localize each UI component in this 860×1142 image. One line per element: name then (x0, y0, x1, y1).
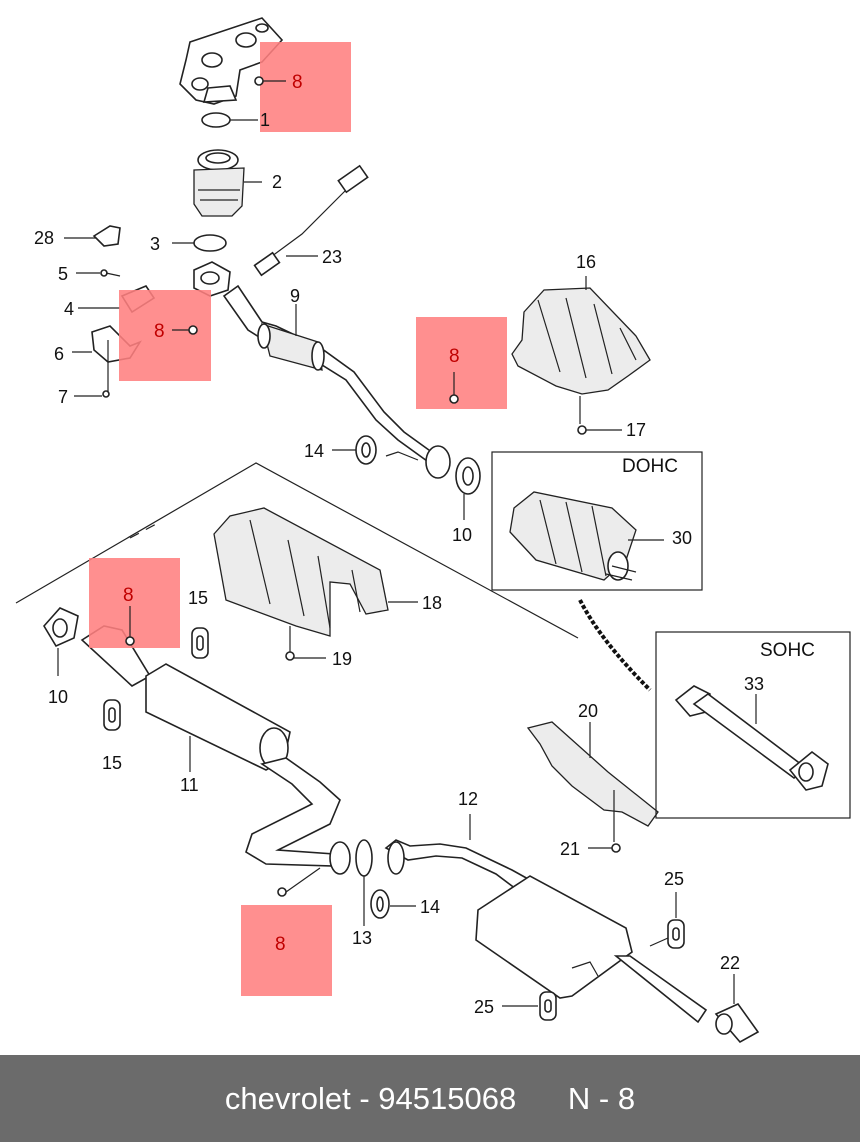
hanger-25-lower (502, 991, 557, 1021)
heat-shield-18 (213, 507, 418, 661)
gasket-10-upper (455, 457, 481, 520)
label-part-28: 28 (34, 228, 54, 248)
label-part-22: 22 (720, 953, 740, 973)
label-part-20: 20 (578, 701, 598, 721)
footer-bar: chevrolet - 94515068 N - 8 (0, 1055, 860, 1142)
footer-note: N - 8 (567, 1080, 636, 1116)
label-part-1: 1 (260, 110, 270, 130)
gasket-10-lower (43, 607, 79, 676)
joint-13 (277, 839, 373, 926)
label-part-13: 13 (352, 928, 372, 948)
label-part-25-upper: 25 (664, 869, 684, 889)
label-part-18: 18 (422, 593, 442, 613)
section-boundary (15, 462, 579, 639)
label-part-10-upper: 10 (452, 525, 472, 545)
sohc-box (655, 631, 851, 819)
highlight-label-c: 8 (449, 346, 460, 367)
gasket-1 (201, 112, 231, 128)
label-part-11: 11 (180, 775, 199, 795)
footer-part-number: 94515068 (378, 1080, 517, 1116)
hanger-14-lower (370, 889, 416, 919)
highlight-label-a: 8 (292, 72, 303, 93)
gasket-3 (193, 234, 227, 252)
label-part-4: 4 (64, 299, 74, 319)
exhaust-system-diagram: 8 8 8 8 8 1 2 3 28 23 5 4 6 7 9 16 17 14… (15, 17, 851, 1044)
part-labels: 1 2 3 28 23 5 4 6 7 9 16 17 14 10 30 18 … (34, 110, 815, 1017)
highlight-8-e (241, 905, 332, 996)
highlight-label-b: 8 (154, 321, 165, 342)
highlight-8-a (260, 42, 351, 132)
label-part-2: 2 (272, 172, 282, 192)
highlight-8-c (416, 317, 507, 409)
label-part-15-lower: 15 (102, 753, 122, 773)
rear-muffler (384, 814, 708, 1024)
exhaust-manifold (179, 17, 284, 105)
label-part-25-lower: 25 (474, 997, 494, 1017)
label-part-3: 3 (150, 234, 160, 254)
hanger-14-upper (332, 435, 377, 465)
label-part-14-upper: 14 (304, 441, 324, 461)
label-part-17: 17 (626, 420, 646, 440)
highlight-label-e: 8 (275, 934, 286, 955)
label-part-33: 33 (744, 674, 764, 694)
label-part-10-lower: 10 (48, 687, 68, 707)
oxygen-sensor (253, 164, 369, 277)
bracket-28 (92, 225, 121, 247)
footer-brand: chevrolet (224, 1080, 351, 1116)
dohc-title: DOHC (622, 456, 678, 477)
highlight-boxes: 8 8 8 8 8 (89, 42, 507, 996)
highlight-8-d (89, 558, 180, 648)
label-part-12: 12 (458, 789, 478, 809)
heat-shield-16 (511, 276, 651, 424)
tail-pipe-tip (714, 974, 760, 1044)
label-part-21: 21 (560, 839, 580, 859)
label-part-5: 5 (58, 264, 68, 284)
footer-separator: - (359, 1080, 370, 1116)
label-part-9: 9 (290, 286, 300, 306)
catalytic-converter (193, 149, 262, 217)
label-part-14-lower: 14 (420, 897, 440, 917)
label-part-16: 16 (576, 252, 596, 272)
label-part-30: 30 (672, 528, 692, 548)
label-part-7: 7 (58, 387, 68, 407)
sohc-title: SOHC (760, 640, 815, 661)
label-part-15-upper: 15 (188, 588, 208, 608)
heat-shield-20 (526, 721, 659, 853)
highlight-label-d: 8 (123, 585, 134, 606)
label-part-19: 19 (332, 649, 352, 669)
hanger-25-upper (649, 892, 685, 949)
center-muffler (80, 625, 341, 867)
label-part-23: 23 (322, 247, 342, 267)
front-pipe (222, 284, 451, 479)
highlight-8-b (119, 290, 211, 381)
hanger-15-upper (191, 627, 209, 659)
dohc-box (491, 451, 703, 591)
hanger-15-lower (103, 699, 121, 731)
label-part-6: 6 (54, 344, 64, 364)
